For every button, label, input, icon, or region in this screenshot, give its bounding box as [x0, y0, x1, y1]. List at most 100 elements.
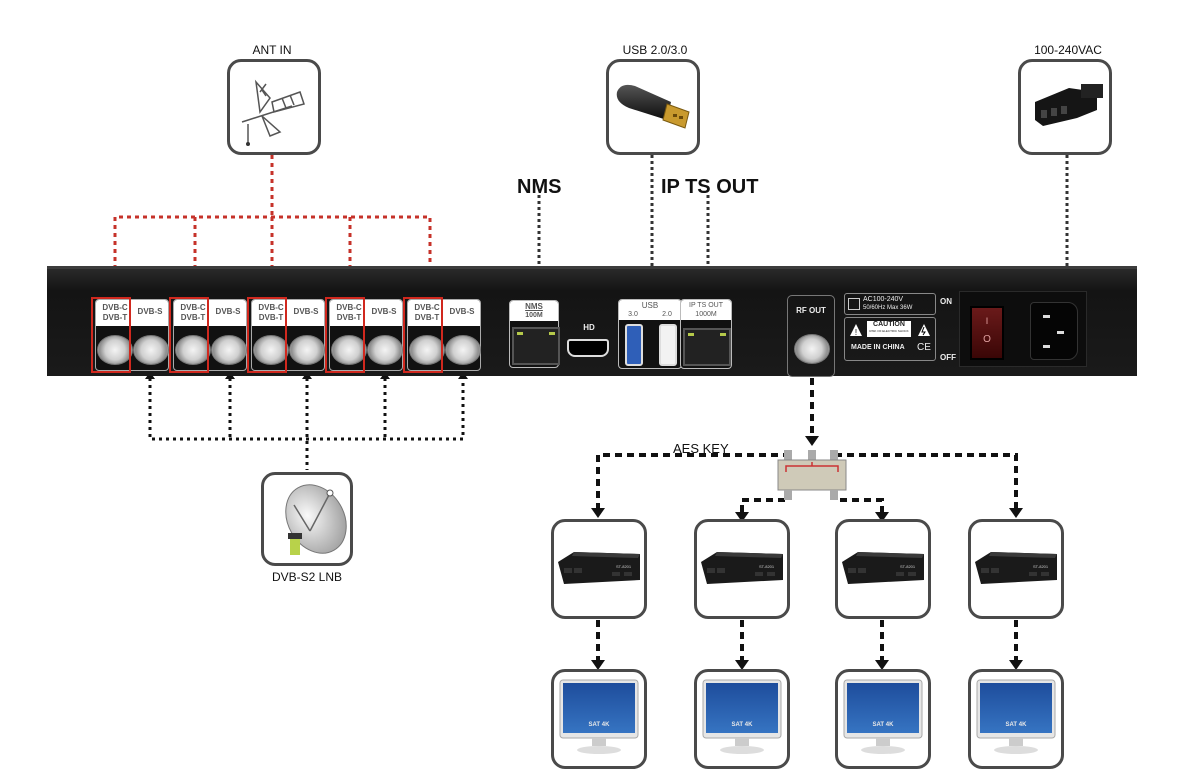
tv-monitor-box: SAT 4K [694, 669, 790, 769]
ac-power-inlet[interactable] [1030, 302, 1078, 360]
power-box [1018, 59, 1112, 155]
antenna-input-highlight [247, 297, 287, 373]
usb3-label: 3.0 [628, 311, 638, 318]
receiver-box: ST-8201 [694, 519, 790, 619]
receiver-brand: ST-8201 [1033, 564, 1049, 569]
caution-plate: ! CAUTION RISK OF ELECTRIC SHOCK MADE IN… [844, 317, 936, 361]
usb3-port[interactable] [625, 324, 643, 366]
aes-key-label: AES KEY [673, 441, 729, 456]
dvbc-dvbt-label: DVB-C DVB-T [180, 303, 206, 322]
lnb-box [261, 472, 353, 566]
dvbs-connector[interactable] [445, 335, 481, 365]
antenna-box [227, 59, 321, 155]
dvbs-label: DVB-S [293, 307, 319, 316]
monitor-screen-text: SAT 4K [1005, 722, 1027, 728]
dvbs-connector[interactable] [211, 335, 247, 365]
svg-text:!: ! [855, 328, 857, 337]
rating-line-2: 50/60Hz Max 36W [863, 305, 913, 311]
antenna-icon [241, 79, 305, 146]
switch-on-label: ON [940, 297, 952, 306]
ip-ts-out-panel: IP TS OUT 1000M [680, 299, 732, 369]
ip-ts-out-label: IP TS OUT [689, 302, 723, 309]
nms-port-label: NMS [525, 302, 543, 311]
antenna-input-highlight [403, 297, 443, 373]
dvbs-connector[interactable] [133, 335, 169, 365]
rf-out-connector[interactable] [794, 334, 830, 364]
usb-caption: USB 2.0/3.0 [622, 43, 688, 57]
dvbc-dvbt-label: DVB-C DVB-T [336, 303, 362, 322]
warning-icon: ! [850, 324, 862, 337]
rf-splitter-icon [770, 450, 854, 500]
high-voltage-icon [918, 324, 930, 336]
receiver-brand: ST-8201 [759, 564, 775, 569]
rf-out-panel: RF OUT [787, 295, 835, 377]
power-rating-plate: AC100-240V 50/60Hz Max 36W [844, 293, 936, 315]
dvbs-label: DVB-S [137, 307, 163, 316]
ce-mark: CE [917, 342, 931, 353]
monitor-icon [559, 679, 639, 754]
rf-out-label: RF OUT [796, 306, 826, 315]
tv-monitor-box: SAT 4K [968, 669, 1064, 769]
nms-port-panel: NMS 100M [509, 300, 560, 368]
device-rear-panel: DVB-C DVB-T DVB-S DVB-C DVB-T DVB-S DVB-… [47, 266, 1137, 377]
dvbc-dvbt-label: DVB-C DVB-T [102, 303, 128, 322]
usb2-label: 2.0 [662, 311, 672, 318]
tv-monitor-box: SAT 4K [551, 669, 647, 769]
usb-stick-icon [616, 84, 690, 129]
switch-on-symbol: I [985, 316, 989, 326]
dvbc-dvbt-connector[interactable] [253, 335, 289, 365]
rf-distribution-lines [596, 378, 1018, 662]
hdmi-label: HD [583, 323, 595, 332]
made-in-label: MADE IN CHINA [851, 344, 905, 351]
antenna-input-highlight [325, 297, 365, 373]
usb2-port[interactable] [659, 324, 677, 366]
tv-monitor-box: SAT 4K [835, 669, 931, 769]
usb-port-panel: USB 3.0 2.0 [618, 299, 682, 369]
power-switch[interactable]: I O [970, 306, 1004, 360]
lnb-caption: DVB-S2 LNB [271, 570, 343, 584]
tuner-group: DVB-C DVB-T DVB-S [91, 297, 169, 373]
caution-line-1: RISK OF ELECTRIC SHOCK [869, 329, 909, 333]
dvbc-dvbt-connector[interactable] [97, 335, 133, 365]
nms-ethernet-port[interactable] [512, 327, 560, 365]
switch-off-symbol: O [983, 334, 991, 345]
monitor-screen-text: SAT 4K [872, 722, 894, 728]
dvbc-dvbt-label: DVB-C DVB-T [414, 303, 440, 322]
usb-box [606, 59, 700, 155]
dvbc-dvbt-connector[interactable] [175, 335, 211, 365]
dvbs-label: DVB-S [215, 307, 241, 316]
set-top-box-icon [842, 552, 924, 584]
set-top-box-icon [975, 552, 1057, 584]
dvbc-dvbt-connector[interactable] [409, 335, 445, 365]
dvbs-connector[interactable] [289, 335, 325, 365]
dvbs-label: DVB-S [449, 307, 475, 316]
set-top-box-icon [558, 552, 640, 584]
monitor-icon [843, 679, 923, 754]
hdmi-port[interactable] [567, 339, 609, 357]
dvbs-label: DVB-S [371, 307, 397, 316]
rating-line-1: AC100-240V [863, 296, 904, 303]
dvbc-dvbt-label: DVB-C DVB-T [258, 303, 284, 322]
switch-off-label: OFF [940, 353, 956, 362]
ip-ts-out-speed: 1000M [695, 311, 717, 318]
antenna-input-highlight [169, 297, 209, 373]
distribution-arrowheads [591, 436, 1023, 670]
lnb-feed-lines [148, 378, 465, 470]
ip-ts-ethernet-port[interactable] [683, 328, 731, 366]
satellite-dish-icon [285, 484, 347, 555]
power-caption: 100-240VAC [1034, 43, 1102, 57]
receiver-box: ST-8201 [968, 519, 1064, 619]
caution-title: CAUTION [873, 321, 905, 328]
antenna-caption: ANT IN [252, 43, 292, 57]
dvbs-connector[interactable] [367, 335, 403, 365]
dvbc-dvbt-connector[interactable] [331, 335, 367, 365]
monitor-screen-text: SAT 4K [731, 722, 753, 728]
usb-port-label: USB [641, 301, 659, 310]
set-top-box-icon [701, 552, 783, 584]
monitor-screen-text: SAT 4K [588, 722, 610, 728]
receiver-brand: ST-8201 [900, 564, 916, 569]
tuner-group: DVB-C DVB-T DVB-S [247, 297, 325, 373]
antenna-input-highlight [91, 297, 131, 373]
ip-ts-out-callout: IP TS OUT [661, 176, 759, 198]
tuner-group: DVB-C DVB-T DVB-S [403, 297, 481, 373]
